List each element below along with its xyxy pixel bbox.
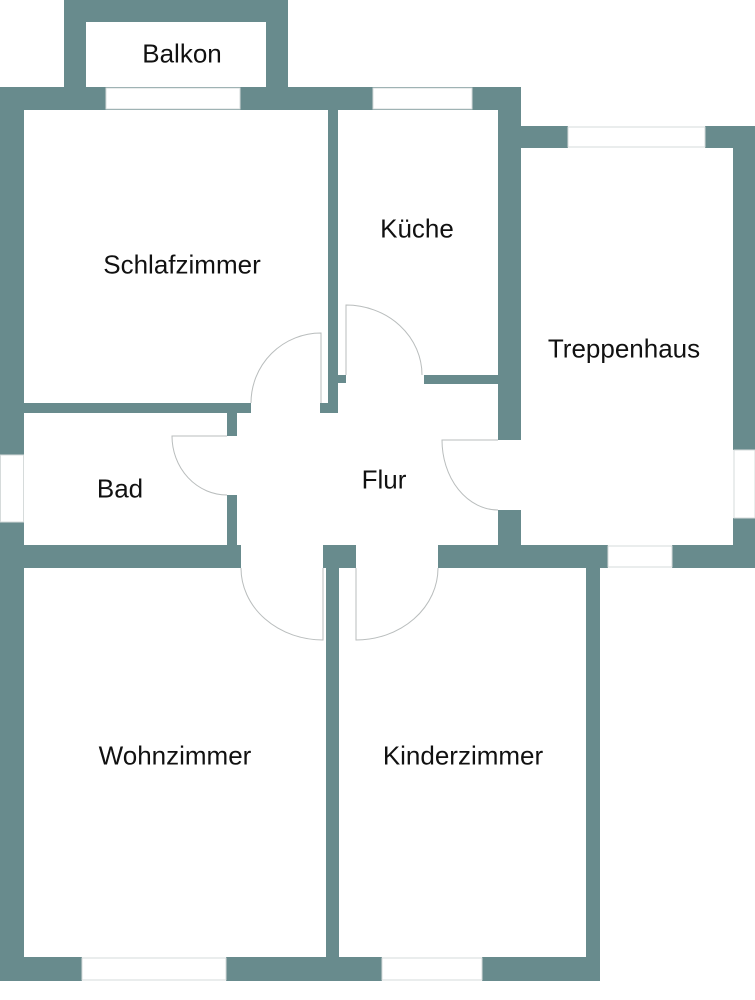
door-bad [171, 435, 228, 496]
window [567, 126, 706, 148]
door-schlafzimmer [250, 332, 322, 404]
room-label-schlafzimmer: Schlafzimmer [103, 249, 261, 280]
door-wohnzimmer [240, 567, 324, 641]
room-label-flur: Flur [361, 464, 407, 495]
door-treppenhaus [441, 439, 499, 511]
room-label-treppenhaus: Treppenhaus [547, 333, 701, 364]
window [81, 957, 227, 981]
room-label-bad: Bad [96, 473, 144, 504]
window [733, 449, 755, 519]
window [105, 87, 241, 110]
window [381, 957, 483, 981]
door-kinderzimmer [355, 567, 439, 641]
doors [171, 304, 499, 641]
window [372, 87, 473, 110]
window [0, 454, 24, 523]
windows [0, 87, 755, 981]
room-label-wohnzimmer: Wohnzimmer [98, 740, 252, 771]
room-label-kueche: Küche [380, 213, 454, 244]
room-label-kinderzimmer: Kinderzimmer [382, 740, 544, 771]
door-kueche [345, 304, 423, 376]
window [607, 545, 673, 568]
room-label-balkon: Balkon [142, 38, 222, 69]
